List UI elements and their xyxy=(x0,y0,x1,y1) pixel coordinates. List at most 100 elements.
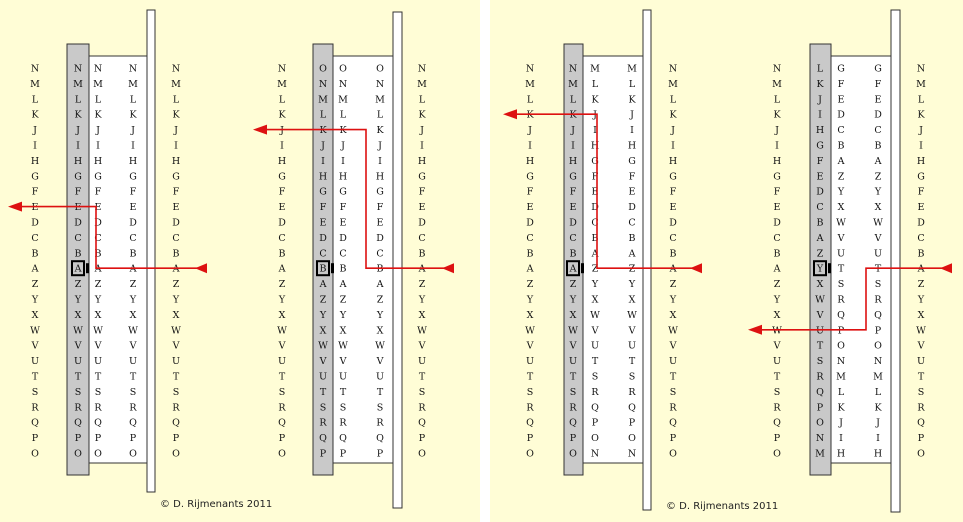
letter: T xyxy=(95,372,102,383)
letter: E xyxy=(75,202,82,213)
letter: C xyxy=(773,233,780,244)
letter: D xyxy=(526,218,534,229)
letter: E xyxy=(817,171,824,182)
letter: X xyxy=(419,310,426,321)
letter: Q xyxy=(569,418,577,429)
letter: M xyxy=(318,94,328,105)
letter: H xyxy=(339,171,347,182)
letter: T xyxy=(629,356,636,367)
letter: B xyxy=(629,233,636,244)
letter: T xyxy=(130,372,137,383)
notch-mark xyxy=(828,263,831,274)
letter: E xyxy=(629,187,636,198)
letter: O xyxy=(569,449,577,460)
letter: T xyxy=(838,264,845,275)
input-arrow-icon xyxy=(442,263,454,274)
letter: U xyxy=(31,356,39,367)
letter: G xyxy=(129,171,137,182)
letter: N xyxy=(31,64,39,75)
letter: T xyxy=(377,387,384,398)
letter: A xyxy=(31,264,39,275)
letter: N xyxy=(418,64,426,75)
rotor-window xyxy=(566,260,580,277)
letter: M xyxy=(815,449,825,460)
letter: U xyxy=(591,341,599,352)
letter: Q xyxy=(278,418,286,429)
letter: I xyxy=(571,141,575,152)
letter: B xyxy=(774,248,781,259)
letter: X xyxy=(817,279,824,290)
letter: V xyxy=(569,341,577,352)
letter: Y xyxy=(917,295,925,306)
letter: I xyxy=(280,141,284,152)
end-plate xyxy=(642,9,652,511)
input-arrow-icon xyxy=(940,263,952,274)
letter: Q xyxy=(319,433,327,444)
letter: I xyxy=(378,156,382,167)
letter: P xyxy=(817,402,824,413)
letter: P xyxy=(570,433,577,444)
letter: L xyxy=(670,94,677,105)
letter: P xyxy=(670,433,677,444)
letter: D xyxy=(74,218,82,229)
letter: T xyxy=(527,372,534,383)
letter: F xyxy=(670,187,677,198)
letter: J xyxy=(419,125,424,136)
letter: E xyxy=(377,218,384,229)
letter: V xyxy=(816,310,824,321)
letter: G xyxy=(591,156,599,167)
letter: H xyxy=(628,141,636,152)
letter: N xyxy=(669,64,677,75)
letter: W xyxy=(627,310,637,321)
letter: K xyxy=(669,110,677,121)
letter: R xyxy=(31,402,39,413)
letter: D xyxy=(339,233,347,244)
letter: V xyxy=(669,341,677,352)
letter: H xyxy=(569,156,577,167)
letter: K xyxy=(874,402,882,413)
letter: J xyxy=(629,110,634,121)
letter: C xyxy=(31,233,38,244)
letter: V xyxy=(773,341,781,352)
letter: N xyxy=(837,356,845,367)
letter: S xyxy=(279,387,286,398)
letter: C xyxy=(319,248,326,259)
letter: O xyxy=(319,64,327,75)
letter: Y xyxy=(526,295,534,306)
letter: M xyxy=(73,79,83,90)
letter: C xyxy=(172,233,179,244)
letter: T xyxy=(320,387,327,398)
letter: Y xyxy=(669,295,677,306)
letter: H xyxy=(816,125,824,136)
letter: N xyxy=(74,64,82,75)
letter: F xyxy=(875,79,882,90)
letter: J xyxy=(130,125,135,136)
letter: M xyxy=(30,79,40,90)
letter: U xyxy=(319,372,327,383)
letter: Z xyxy=(279,279,286,290)
letter: K xyxy=(339,125,347,136)
letter: P xyxy=(340,449,347,460)
letter: T xyxy=(918,372,925,383)
letter: U xyxy=(376,372,384,383)
letter: O xyxy=(94,449,102,460)
letter: U xyxy=(74,356,82,367)
letter: O xyxy=(816,418,824,429)
letter: N xyxy=(591,449,599,460)
signal-path xyxy=(517,113,700,270)
letter: C xyxy=(94,233,101,244)
letter: R xyxy=(591,387,599,398)
letter: R xyxy=(376,418,384,429)
letter: W xyxy=(128,325,138,336)
letter: I xyxy=(775,141,779,152)
letter: H xyxy=(874,449,882,460)
copyright-credit-left: © D. Rijmenants 2011 xyxy=(160,499,273,510)
letter: V xyxy=(31,341,39,352)
letter: D xyxy=(129,218,137,229)
letter: H xyxy=(773,156,781,167)
letter: V xyxy=(418,341,426,352)
letter: L xyxy=(75,94,82,105)
letter: X xyxy=(774,310,781,321)
letter: C xyxy=(376,248,383,259)
letter: E xyxy=(838,94,845,105)
